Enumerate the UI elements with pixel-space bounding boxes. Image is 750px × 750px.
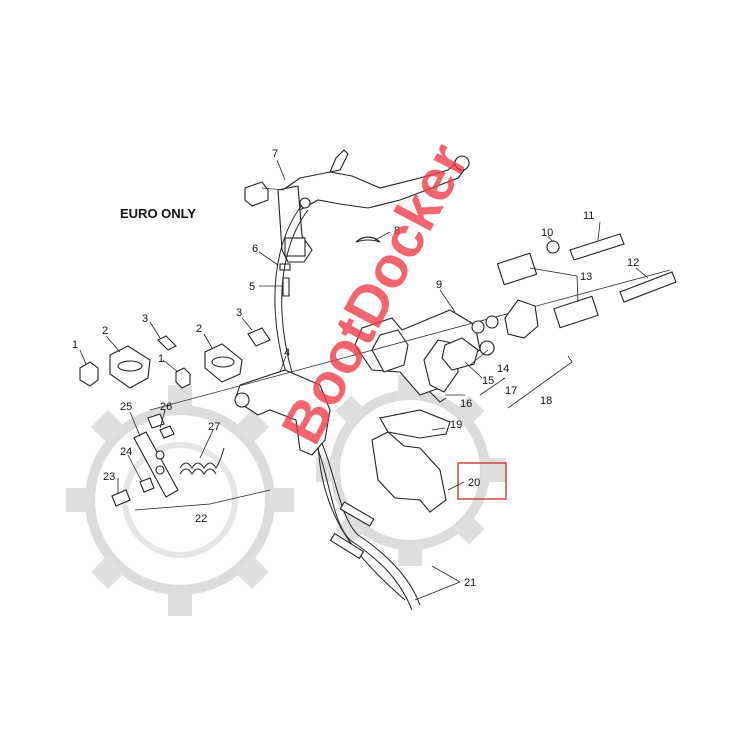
brake-lever-assembly [244,149,470,263]
callout-4: 4 [284,347,290,359]
brake-pad-20 [371,431,447,513]
callout-3b: 3 [236,307,242,319]
callout-6: 6 [252,243,258,255]
callout-1a: 1 [72,339,78,351]
screw-5 [282,277,290,297]
callout-20: 20 [468,477,480,489]
callout-3a: 3 [142,313,148,325]
bolt-12 [619,271,677,303]
callout-25: 25 [120,401,132,413]
callout-15: 15 [482,375,494,387]
caliper-body [354,309,481,403]
spring-link-group [111,413,225,507]
gear-watermark-left [66,385,294,616]
callout-10: 10 [541,227,553,239]
callout-26: 26 [160,401,172,413]
callout-18: 18 [540,395,552,407]
callout-22: 22 [195,513,207,525]
piston-adjuster [504,299,539,339]
callout-19: 19 [450,419,462,431]
callout-14: 14 [497,363,509,375]
spacer-13a [496,252,538,286]
callout-2a: 2 [102,325,108,337]
o-ring-b [485,315,499,329]
callout-1b: 1 [158,353,164,365]
piston-seal-15 [441,337,479,371]
callout-27: 27 [208,421,220,433]
boot-8 [355,236,381,243]
leader-lines [79,159,649,601]
callout-5: 5 [249,281,255,293]
brake-cable [274,204,421,611]
euro-only-note: EURO ONLY [120,206,196,221]
callout-24: 24 [120,446,132,458]
callout-8: 8 [394,225,400,237]
callout-23: 23 [103,471,115,483]
callout-labels: 1 1 2 2 3 3 4 5 6 7 8 9 10 11 12 13 14 1… [72,148,639,589]
callout-17: 17 [505,385,517,397]
o-ring-a [471,320,485,334]
caliper-bracket-4 [234,369,331,456]
left-bracket-parts [79,327,271,389]
axis-line [149,269,671,411]
callout-13: 13 [580,271,592,283]
callout-2b: 2 [196,323,202,335]
bracket-hole [234,392,250,408]
callout-16: 16 [460,398,472,410]
callout-12: 12 [627,257,639,269]
callout-9: 9 [436,279,442,291]
washer-10 [546,240,560,254]
callout-21: 21 [464,577,476,589]
callout-11: 11 [583,210,594,222]
bolt-11 [569,233,625,261]
gear-watermark-right [316,375,506,566]
callout-7: 7 [272,148,278,160]
o-ring-14 [479,340,495,356]
highlight-box-20 [457,462,507,500]
spacer-13b [553,295,599,329]
